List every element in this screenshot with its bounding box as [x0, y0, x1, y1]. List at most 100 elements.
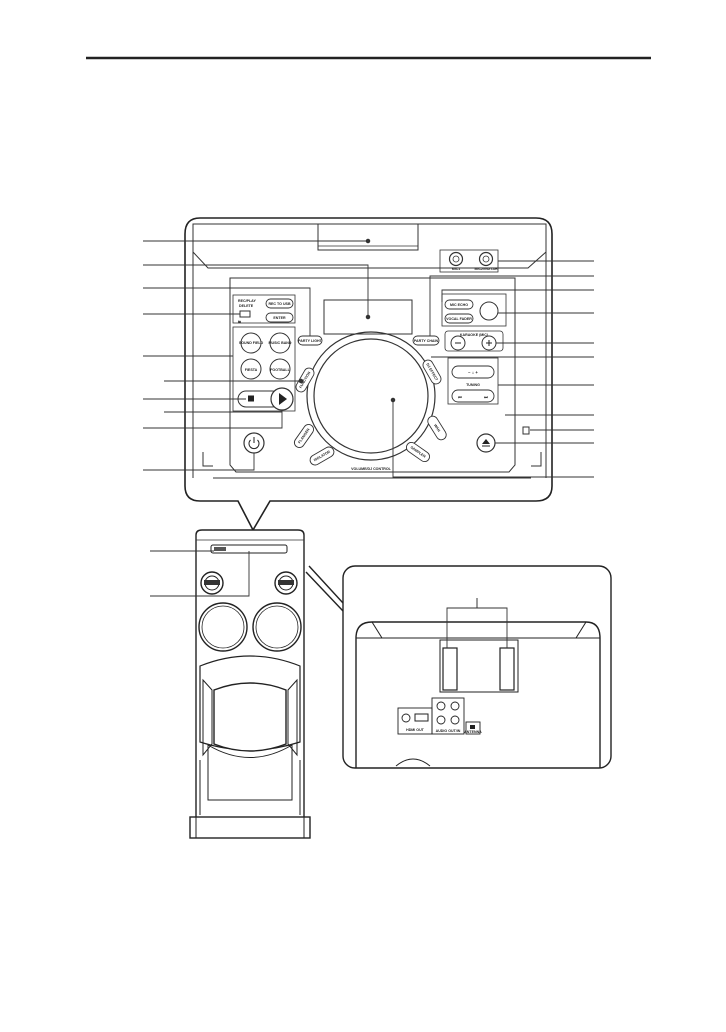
leader-3: [143, 287, 311, 336]
sound-field-label: SOUND FIELD: [239, 341, 264, 345]
power-icon: [248, 439, 260, 449]
karaoke-cluster: [441, 293, 507, 327]
remote-sensor: [522, 426, 530, 435]
skip-bar[interactable]: [451, 389, 495, 403]
music-band-button[interactable]: [269, 332, 291, 354]
enter-label: ENTER: [273, 316, 286, 320]
tower-base: [189, 816, 311, 839]
party-chain-label: PARTY CHAIN: [414, 339, 439, 343]
leader-handle-right: [477, 607, 508, 648]
music-band-label: MUSIC BAND: [269, 341, 292, 345]
karaoke-round-button[interactable]: [479, 301, 499, 321]
mic1-jack-inner: [452, 255, 460, 263]
isolator-button[interactable]: [308, 445, 336, 467]
tower-slot-indicator: [214, 547, 226, 551]
leader-r11-dot: [390, 397, 396, 403]
base-right: [531, 452, 542, 467]
flanger-button[interactable]: [292, 422, 315, 449]
rear-corner-right: [575, 621, 587, 639]
rear-recess: [439, 639, 519, 693]
leader-t2: [150, 551, 250, 597]
rear-outline: [355, 621, 601, 768]
dj-effect-button[interactable]: [421, 358, 443, 386]
karaoke-volume-group: [444, 330, 504, 352]
fiesta-label: FIESTA: [245, 368, 258, 372]
mic2-jack-inner: [482, 255, 490, 263]
hdmi-port[interactable]: [414, 713, 429, 722]
folder-bar[interactable]: [451, 365, 495, 379]
tower-lower-grille: [207, 744, 293, 801]
antenna-label: ANTENNA: [464, 730, 482, 734]
mid-speaker-left: [198, 602, 248, 652]
handle-right: [499, 647, 515, 691]
play-icon: [279, 393, 287, 405]
sound-cluster: [232, 326, 296, 412]
audio-label: AUDIO OUT/IN: [436, 729, 461, 733]
right-leaders: [390, 260, 594, 478]
party-chain-button[interactable]: [412, 335, 440, 346]
rec-cluster: [232, 294, 296, 324]
tuning-group: [447, 357, 499, 405]
mid-speaker-right: [252, 602, 302, 652]
antenna-panel: [465, 721, 481, 735]
tweeter-left-badge: [204, 580, 220, 585]
dj-control-ring: [306, 331, 436, 461]
inset-connector-2: [305, 571, 344, 612]
handle-left: [442, 647, 458, 691]
stop-icon[interactable]: [248, 395, 254, 402]
leader-r3: [441, 289, 594, 302]
hdmi-label: HDMI OUT: [406, 728, 425, 732]
vocal-fader-label: VOCAL FADER: [446, 317, 472, 321]
sound-field-button[interactable]: [240, 332, 262, 354]
leader-r2: [429, 275, 594, 336]
folder-icon: − ⌂ +: [468, 370, 478, 375]
rec-to-usb-button[interactable]: [265, 298, 294, 309]
leader-2-dot: [365, 314, 371, 320]
audio-jack-2[interactable]: [450, 701, 460, 711]
tweeter-right-badge: [278, 580, 294, 585]
disc-tray: [317, 223, 419, 251]
vocal-fader-button[interactable]: [444, 313, 474, 324]
mic1-jack[interactable]: [448, 251, 464, 267]
aux-jack[interactable]: [401, 713, 411, 723]
mic1-label: MIC1: [452, 267, 461, 271]
eject-icon: [482, 439, 490, 444]
control-panel-outline: [229, 277, 516, 473]
mic2-jack[interactable]: [478, 251, 494, 267]
rear-cable-notch: [395, 758, 431, 767]
antenna-port[interactable]: [470, 725, 475, 729]
leader-6-dot: [298, 378, 304, 384]
mic-echo-label: MIC ECHO: [450, 303, 468, 307]
volume-dj-label: VOLUME/DJ CONTROL: [351, 467, 392, 471]
woofer-cone: [213, 682, 287, 752]
wah-label: WAH: [433, 423, 441, 433]
rear-inset-frame: [342, 565, 612, 769]
rec-to-usb-label: REC TO USB: [268, 302, 291, 306]
enter-button[interactable]: [265, 312, 294, 323]
karaoke-label: KARAOKE (MIC): [460, 333, 489, 337]
base-left: [202, 452, 213, 467]
fiesta-button[interactable]: [240, 358, 262, 380]
leader-1-dot: [365, 238, 371, 244]
football-label: FOOTBALL: [270, 368, 290, 372]
wah-button[interactable]: [426, 414, 448, 441]
audio-jack-1[interactable]: [436, 701, 446, 711]
prev-icon: ⏮: [458, 395, 462, 400]
left-leaders: [143, 238, 371, 471]
mic2-label: MIC2/GUITAR: [474, 267, 497, 271]
volume-dj-control-knob[interactable]: [313, 338, 429, 454]
sampler-button[interactable]: [404, 440, 431, 463]
tuning-label: TUNING: [466, 383, 480, 387]
function-button[interactable]: [294, 366, 316, 394]
leader-2: [143, 264, 369, 317]
audio-jack-4[interactable]: [450, 715, 460, 725]
woofer-side-right: [287, 678, 298, 757]
leader-9: [143, 410, 283, 429]
audio-jack-3[interactable]: [436, 715, 446, 725]
rear-corner-left: [371, 621, 383, 639]
football-button[interactable]: [269, 358, 291, 380]
mic-echo-button[interactable]: [444, 299, 474, 310]
mid-speaker-right-inner: [255, 605, 299, 649]
party-light-label: PARTY LIGHT: [298, 339, 322, 343]
